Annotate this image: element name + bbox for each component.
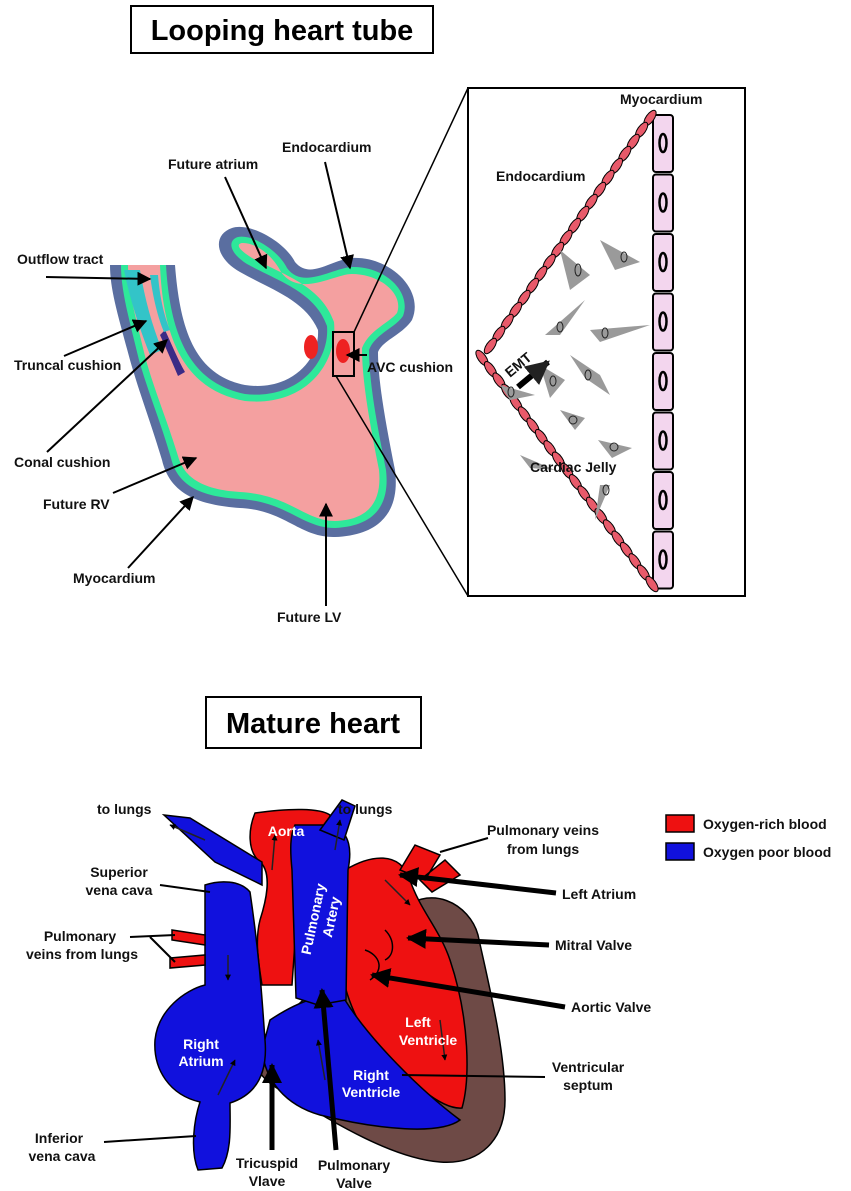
mature-heart (155, 800, 505, 1170)
label-truncal-cushion: Truncal cushion (14, 357, 121, 373)
myocyte-cell (653, 115, 673, 172)
label-pulm-veins-left-1: Pulmonary (44, 928, 117, 944)
label-myocardium-tube: Myocardium (73, 570, 155, 586)
label-mitral-valve: Mitral Valve (555, 937, 632, 953)
myocyte-cell (653, 413, 673, 470)
pulm-veins-left (170, 930, 205, 968)
myocyte-cell (653, 472, 673, 529)
label-inferior-vena-cava-2: vena cava (29, 1148, 96, 1164)
label-pulm-veins-right-2: from lungs (507, 841, 580, 857)
label-superior-vena-cava-1: Superior (90, 864, 148, 880)
label-left-ventricle-2: Ventricle (399, 1032, 458, 1048)
label-tricuspid-2: Vlave (249, 1173, 286, 1189)
title-mature-heart: Mature heart (206, 697, 421, 748)
label-pulm-veins-right-1: Pulmonary veins (487, 822, 599, 838)
title-looping-heart-tube: Looping heart tube (131, 6, 433, 53)
label-right-ventricle-1: Right (353, 1067, 389, 1083)
myocyte-cell (653, 532, 673, 589)
legend-swatch-oxygen-poor (666, 843, 694, 860)
avc-cushion-right (336, 339, 350, 363)
myocyte-cell (653, 175, 673, 232)
label-aortic-valve: Aortic Valve (571, 999, 651, 1015)
label-right-atrium-2: Atrium (178, 1053, 223, 1069)
pulmonary-trunk-to-lungs-left (164, 815, 262, 885)
label-left-ventricle-1: Left (405, 1014, 431, 1030)
right-atrium (155, 882, 266, 1170)
myocyte-cell (653, 353, 673, 410)
label-future-atrium: Future atrium (168, 156, 258, 172)
label-endocardium-tube: Endocardium (282, 139, 371, 155)
label-tricuspid-1: Tricuspid (236, 1155, 298, 1171)
label-outflow-tract: Outflow tract (17, 251, 104, 267)
legend-label-oxygen-rich: Oxygen-rich blood (703, 816, 827, 832)
avc-cushion-left (304, 335, 318, 359)
label-inferior-vena-cava-1: Inferior (35, 1130, 84, 1146)
label-conal-cushion: Conal cushion (14, 454, 110, 470)
legend: Oxygen-rich blood Oxygen poor blood (666, 815, 831, 860)
label-right-ventricle-2: Ventricle (342, 1084, 401, 1100)
myocyte-cell (653, 234, 673, 291)
label-future-lv: Future LV (277, 609, 342, 625)
label-pulmonary-valve-1: Pulmonary (318, 1157, 391, 1173)
svg-text:Mature heart: Mature heart (226, 708, 400, 740)
label-aorta: Aorta (268, 823, 305, 839)
label-cardiac-jelly: Cardiac Jelly (530, 459, 617, 475)
label-avc-cushion: AVC cushion (367, 359, 453, 375)
myocyte-cell (653, 294, 673, 351)
label-pulmonary-valve-2: Valve (336, 1175, 372, 1191)
label-right-atrium-1: Right (183, 1036, 219, 1052)
label-ventricular-septum-2: septum (563, 1077, 613, 1093)
legend-label-oxygen-poor: Oxygen poor blood (703, 844, 831, 860)
label-endocardium-inset: Endocardium (496, 168, 585, 184)
svg-text:Looping heart tube: Looping heart tube (151, 15, 414, 47)
label-superior-vena-cava-2: vena cava (86, 882, 153, 898)
label-ventricular-septum-1: Ventricular (552, 1059, 625, 1075)
label-to-lungs-mid: to lungs (338, 801, 393, 817)
label-left-atrium: Left Atrium (562, 886, 636, 902)
label-future-rv: Future RV (43, 496, 110, 512)
avc-inset: EMT Myocardium Endocardium Cardiac Jelly (468, 88, 745, 596)
label-to-lungs-left: to lungs (97, 801, 152, 817)
label-pulm-veins-left-2: veins from lungs (26, 946, 138, 962)
legend-swatch-oxygen-rich (666, 815, 694, 832)
label-myocardium-inset: Myocardium (620, 91, 702, 107)
